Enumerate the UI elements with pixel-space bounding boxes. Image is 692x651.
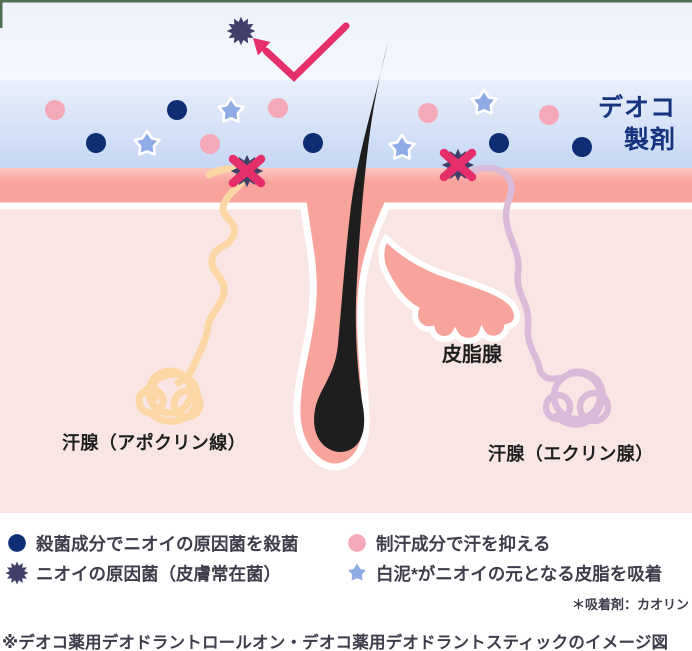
- particles-layer: [45, 88, 592, 160]
- hair-shaft: [314, 42, 388, 452]
- sebaceous-gland-shape: [378, 233, 520, 344]
- legend-text: 制汗成分で汗を抑える: [376, 533, 551, 554]
- legend-item-odor-bacteria: ニオイの原因菌（皮膚常在菌）: [4, 560, 281, 586]
- apocrine-gland-label: 汗腺（アポクリン線）: [62, 433, 246, 453]
- air-layer: [0, 2, 692, 82]
- repel-arrow-icon: [253, 22, 350, 82]
- skin-illustration-svg: [0, 0, 692, 513]
- top-border-line: [0, 0, 692, 3]
- legend-item-white-clay: 白泥*がニオイの元となる皮脂を吸着: [344, 560, 662, 586]
- image-disclaimer: ※デオコ薬用デオドラントロールオン・デオコ薬用デオドラントスティックのイメージ図: [2, 634, 669, 651]
- epidermis-layer: [0, 168, 692, 203]
- bactericide-particle-icon: [489, 133, 509, 153]
- legend-item-bactericide: 殺菌成分でニオイの原因菌を殺菌: [4, 530, 299, 556]
- apocrine-duct: [135, 165, 252, 425]
- eccrine-coil: [536, 367, 612, 428]
- legend-text: ニオイの原因菌（皮膚常在菌）: [36, 563, 281, 584]
- legend-item-antiperspirant: 制汗成分で汗を抑える: [344, 530, 550, 556]
- bactericide-dot-icon: [8, 534, 26, 552]
- product-label: デオコ 製剤: [597, 94, 676, 154]
- antiperspirant-particle-icon: [418, 103, 438, 123]
- bactericide-particle-icon: [572, 137, 592, 157]
- legend-text: 殺菌成分でニオイの原因菌を殺菌: [36, 533, 299, 554]
- antiperspirant-particle-icon: [200, 134, 220, 154]
- blocked-bacteria-right: [442, 148, 475, 182]
- white-clay-icon: [344, 560, 370, 584]
- bactericide-particle-icon: [303, 133, 323, 153]
- legend-text: 白泥*がニオイの元となる皮脂を吸着: [376, 563, 663, 584]
- blocked-bacteria-left: [231, 154, 264, 188]
- skin-illustration: デオコ 製剤 皮脂腺 汗腺（アポクリン線） 汗腺（エクリン腺）: [0, 0, 692, 513]
- eccrine-duct: [466, 164, 612, 428]
- sebaceous-gland-label: 皮脂腺: [442, 344, 502, 366]
- left-border-line: [0, 0, 3, 28]
- antiperspirant-particle-icon: [268, 98, 288, 118]
- antiperspirant-particle-icon: [45, 100, 65, 120]
- adsorbent-note: ＊吸着剤：カオリン: [571, 597, 689, 612]
- bactericide-particle-icon: [167, 100, 187, 120]
- antiperspirant-particle-icon: [539, 105, 559, 125]
- antiperspirant-dot-icon: [348, 534, 366, 552]
- bactericide-particle-icon: [86, 133, 106, 153]
- eccrine-gland-label: 汗腺（エクリン腺）: [488, 444, 654, 464]
- odor-bacteria-icon: [5, 561, 29, 585]
- apocrine-coil: [135, 363, 204, 425]
